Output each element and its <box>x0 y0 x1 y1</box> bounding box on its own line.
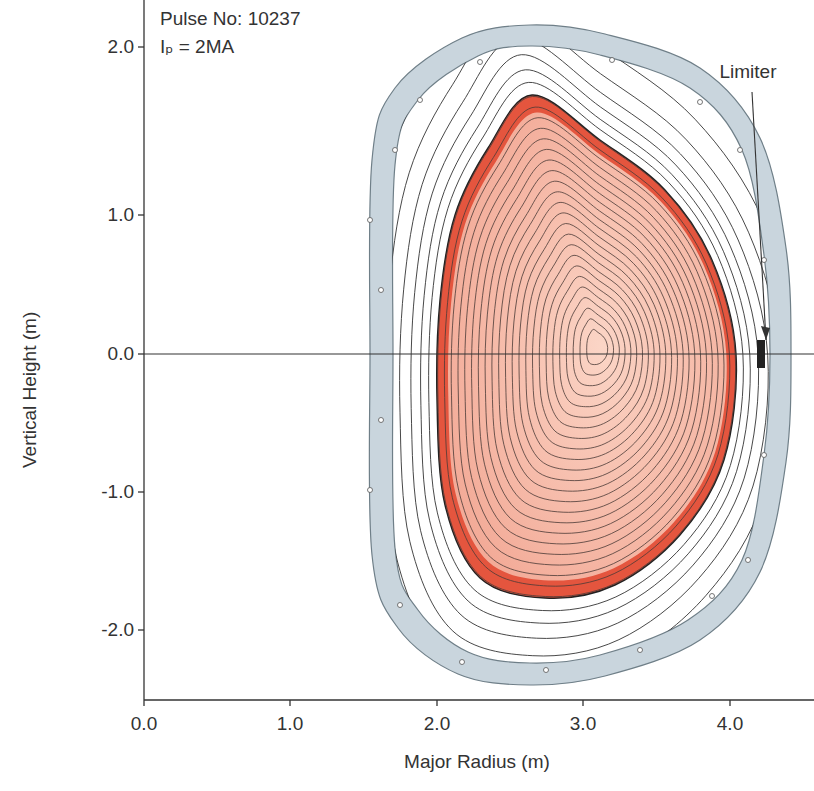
probe-dot <box>746 558 751 563</box>
vacuum-vessel <box>369 25 791 685</box>
flux-surface <box>478 160 700 533</box>
probe-dot <box>460 660 465 665</box>
flux-surface <box>458 128 718 565</box>
probe-dot <box>544 668 549 673</box>
flux-surface <box>519 223 666 470</box>
flux-surface <box>485 171 695 523</box>
leader-arrowhead <box>761 326 770 340</box>
flux-surface <box>526 234 660 459</box>
flux-surface <box>444 107 729 586</box>
probe-dot <box>379 418 384 423</box>
flux-surface <box>560 287 631 407</box>
flux-surface <box>512 213 672 481</box>
flux-surface <box>438 96 736 596</box>
probe-dot <box>368 488 373 493</box>
probe-dot <box>398 603 403 608</box>
plasma-current: Iₚ = 2MA <box>160 36 234 58</box>
flux-surface <box>505 202 677 491</box>
vacuum-flux-line <box>400 37 769 656</box>
flux-surface <box>465 139 713 555</box>
probe-dot <box>762 258 767 263</box>
y-tick-label: -2.0 <box>101 619 134 641</box>
limiter-label: Limiter <box>720 61 777 83</box>
x-tick-label: 0.0 <box>131 713 157 735</box>
probe-dot <box>610 58 615 63</box>
y-tick-label: -1.0 <box>101 481 134 503</box>
pulse-number: Pulse No: 10237 <box>160 8 301 30</box>
vacuum-flux-lines <box>364 0 799 711</box>
vacuum-flux-line <box>429 82 744 610</box>
axes <box>138 0 814 706</box>
flux-surface <box>580 319 614 375</box>
y-tick-label: 1.0 <box>108 204 134 226</box>
probe-dot <box>762 453 767 458</box>
flux-surface <box>553 276 637 417</box>
probe-dot <box>379 288 384 293</box>
probe-dot <box>418 98 423 103</box>
flux-surface <box>492 181 689 512</box>
flux-surfaces <box>438 96 736 596</box>
probe-dot <box>738 148 743 153</box>
magnetic-probes <box>368 58 767 673</box>
x-tick-label: 3.0 <box>570 713 596 735</box>
plasma-core <box>448 113 727 581</box>
x-tick-label: 1.0 <box>277 713 303 735</box>
leader-line <box>752 92 766 340</box>
flux-surface <box>539 255 648 438</box>
flux-surface <box>499 192 684 502</box>
y-axis-title: Vertical Height (m) <box>19 312 41 468</box>
vacuum-flux-line <box>411 55 759 639</box>
limiter <box>757 340 765 368</box>
x-tick-label: 2.0 <box>424 713 450 735</box>
probe-dot <box>638 648 643 653</box>
probe-dot <box>698 100 703 105</box>
vacuum-flux-line <box>364 0 799 711</box>
flux-surface <box>546 266 642 428</box>
probe-dot <box>393 148 398 153</box>
vacuum-flux-line <box>385 14 781 678</box>
x-axis-title: Major Radius (m) <box>404 751 550 773</box>
probe-dot <box>368 218 373 223</box>
y-tick-label: 2.0 <box>108 36 134 58</box>
flux-surface <box>451 118 724 576</box>
y-tick-label: 0.0 <box>108 343 134 365</box>
x-tick-label: 4.0 <box>717 713 743 735</box>
plasma-boundary <box>437 95 737 598</box>
vacuum-flux-line <box>421 70 751 624</box>
probe-dot <box>710 594 715 599</box>
flux-surface <box>573 308 619 386</box>
probe-dot <box>478 60 483 65</box>
flux-surface <box>587 329 608 364</box>
midplane-line <box>144 353 814 354</box>
